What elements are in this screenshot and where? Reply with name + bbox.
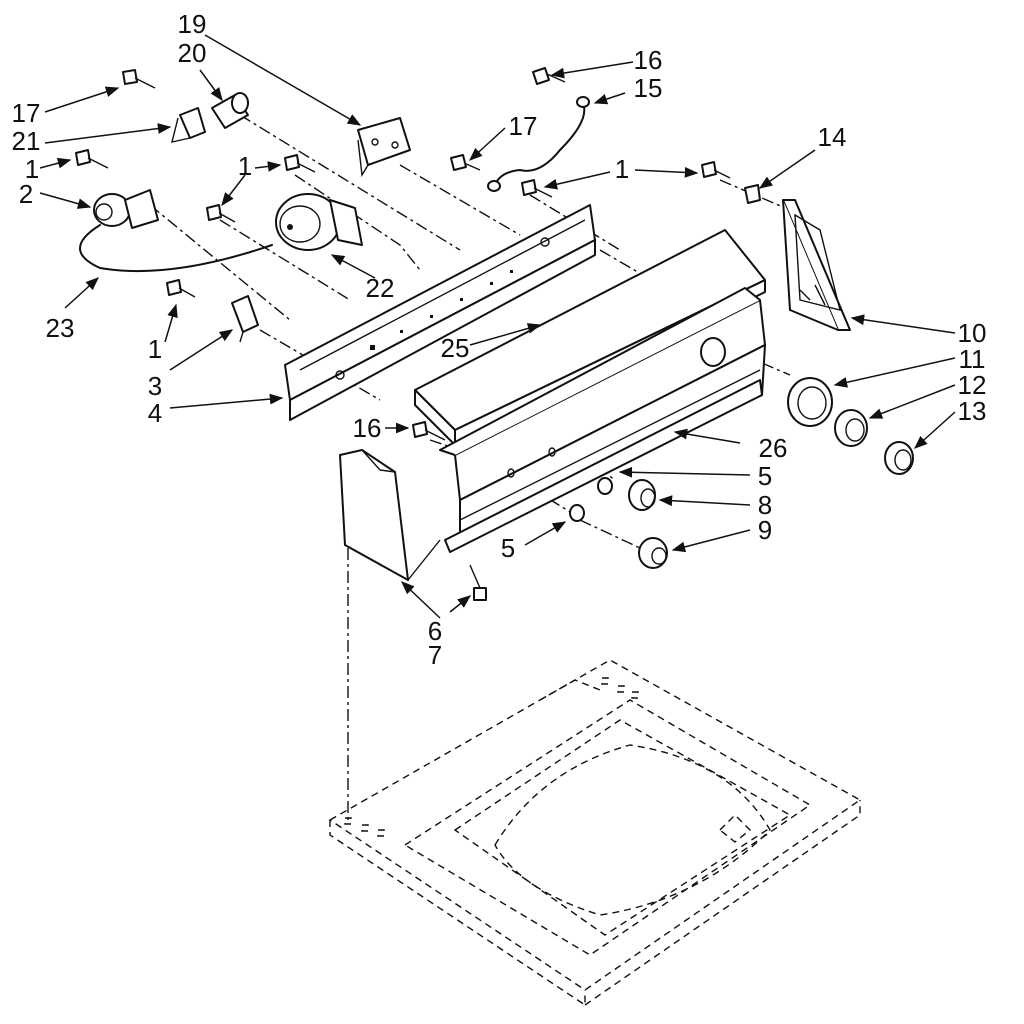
timer-22 — [275, 193, 363, 251]
callout-1-a: 1 — [25, 154, 39, 184]
callout-4: 4 — [148, 398, 162, 428]
console-end-cap — [339, 449, 441, 581]
callout-1-d: 1 — [615, 154, 629, 184]
pressure-switch-2 — [93, 189, 159, 229]
capacitor-20 — [211, 92, 249, 129]
cabinet-top-outline — [328, 659, 862, 1007]
callout-1-c: 1 — [148, 334, 162, 364]
callout-6: 6 — [428, 616, 442, 646]
callout-3: 3 — [148, 371, 162, 401]
callout-13: 13 — [958, 396, 987, 426]
leader-lines — [39, 34, 956, 619]
knob-13 — [884, 441, 914, 475]
callout-21: 21 — [12, 126, 41, 156]
screw-1-e — [701, 161, 731, 179]
callout-17-mid: 17 — [509, 111, 538, 141]
screw-17-mid — [450, 154, 481, 171]
knob-ring-11 — [787, 377, 833, 427]
screw-16-top — [532, 67, 566, 85]
callout-12: 12 — [958, 370, 987, 400]
screw-1-b — [284, 154, 316, 173]
screw-1-d — [521, 179, 553, 198]
callout-labels: 19 20 17 21 1 2 1 22 23 1 3 4 25 16 26 5… — [12, 9, 987, 670]
callout-20: 20 — [178, 38, 207, 68]
terminal-14 — [744, 184, 761, 204]
callout-16-mid: 16 — [353, 413, 382, 443]
ground-wire-15 — [487, 96, 590, 192]
screw-16-mid — [412, 421, 446, 441]
callout-16-top: 16 — [634, 45, 663, 75]
knob-12 — [834, 409, 868, 447]
console-front-panel — [439, 287, 766, 553]
console-back-panel — [284, 204, 596, 421]
callout-8: 8 — [758, 490, 772, 520]
callout-23: 23 — [46, 313, 75, 343]
screw-1-c — [206, 204, 236, 223]
switch-19 — [357, 117, 411, 178]
bracket-3 — [231, 295, 259, 343]
knob-9 — [638, 537, 668, 569]
callout-15: 15 — [634, 73, 663, 103]
callout-1-b: 1 — [238, 151, 252, 181]
callout-14: 14 — [818, 122, 847, 152]
callout-22: 22 — [366, 273, 395, 303]
right-end-cap — [782, 199, 851, 331]
clamp-21 — [171, 107, 206, 143]
screw-17-left — [122, 69, 156, 89]
callout-26: 26 — [759, 433, 788, 463]
clip-5a — [597, 477, 613, 495]
callout-19: 19 — [178, 9, 207, 39]
clip-5b — [569, 504, 585, 522]
callout-5-b: 5 — [501, 533, 515, 563]
screw-1-f — [166, 279, 196, 298]
callout-2: 2 — [19, 179, 33, 209]
callout-5-a: 5 — [758, 461, 772, 491]
hose-23 — [79, 224, 273, 273]
callout-17-left: 17 — [12, 98, 41, 128]
callout-7: 7 — [428, 640, 442, 670]
screw-1-a — [75, 149, 109, 169]
callout-9: 9 — [758, 515, 772, 545]
callout-10: 10 — [958, 318, 987, 348]
callout-25: 25 — [441, 333, 470, 363]
callout-11: 11 — [959, 344, 986, 374]
screw-6-bottom — [469, 564, 487, 601]
knob-8 — [628, 479, 656, 511]
